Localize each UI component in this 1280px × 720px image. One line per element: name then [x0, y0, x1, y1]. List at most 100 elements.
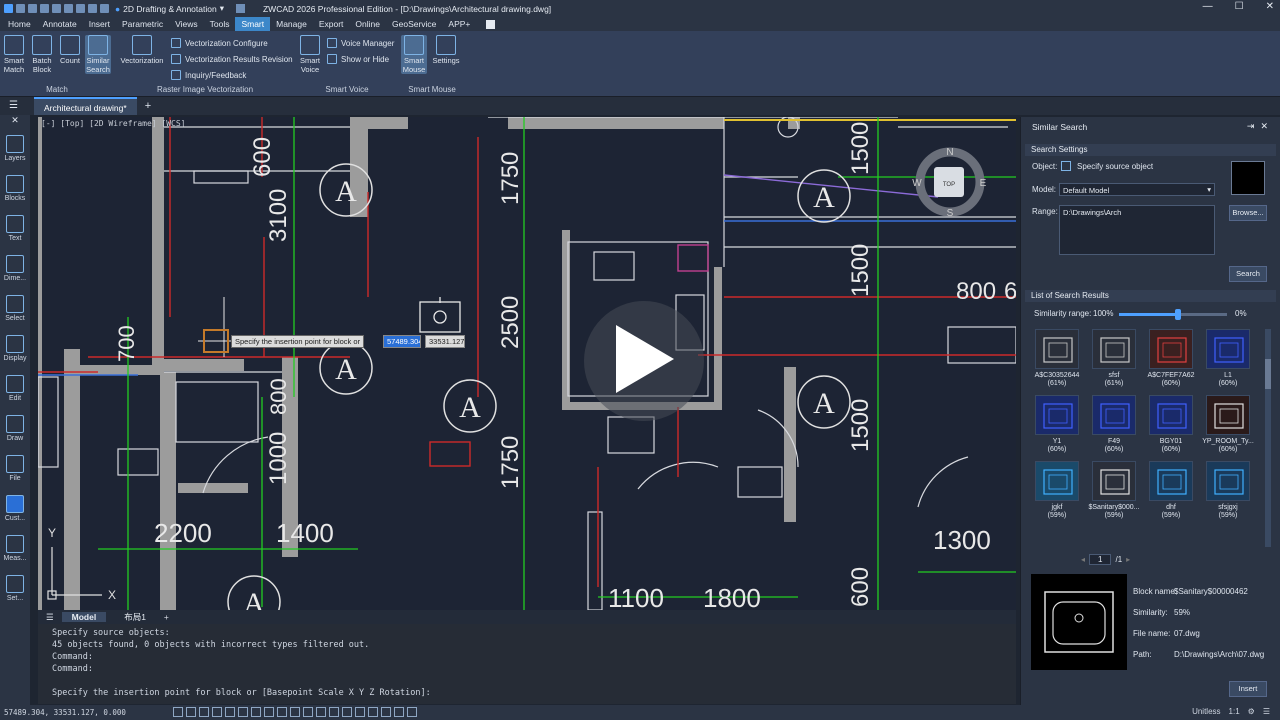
maximize-button[interactable]: ☐ — [1234, 1, 1244, 12]
menu-views[interactable]: Views — [175, 19, 198, 29]
ribbon-toggle-icon[interactable] — [486, 19, 496, 29]
ortho-icon[interactable] — [199, 707, 209, 717]
undo-icon[interactable] — [88, 4, 97, 13]
tool-customize[interactable]: Cust... — [0, 491, 30, 531]
dyn-input-icon[interactable] — [251, 707, 261, 717]
ai-icon[interactable] — [407, 707, 417, 717]
similar-search-button[interactable]: Similar Search — [85, 35, 111, 74]
smart-icon[interactable] — [368, 707, 378, 717]
drawing-canvas[interactable]: 600 3100 1750 2500 1750 1500 800 6 1500 … — [38, 117, 1016, 610]
menu-online[interactable]: Online — [355, 19, 380, 29]
open-file-icon[interactable] — [28, 4, 37, 13]
tool-edit[interactable]: Edit — [0, 371, 30, 411]
new-tab-button[interactable]: + — [144, 100, 152, 112]
command-prompt[interactable]: Specify the insertion point for block or… — [52, 688, 431, 698]
app-logo-icon[interactable] — [4, 4, 13, 13]
insert-button[interactable]: Insert — [1229, 681, 1267, 697]
inquiry-feedback-button[interactable]: Inquiry/Feedback — [171, 70, 246, 80]
tool-measure[interactable]: Meas... — [0, 531, 30, 571]
menu-manage[interactable]: Manage — [276, 19, 307, 29]
result-thumbnail[interactable] — [1149, 461, 1193, 501]
smart-voice-button[interactable]: Smart Voice — [297, 35, 323, 74]
close-button[interactable]: ✕ — [1265, 1, 1274, 12]
osnap-icon[interactable] — [225, 707, 235, 717]
results-scrollbar[interactable] — [1265, 329, 1271, 547]
page-input[interactable]: 1 — [1089, 554, 1112, 565]
menu-app-plus[interactable]: APP+ — [448, 19, 471, 29]
tool-layers[interactable]: Layers — [0, 131, 30, 171]
tool-text[interactable]: Text — [0, 211, 30, 251]
menu-insert[interactable]: Insert — [88, 19, 110, 29]
count-button[interactable]: Count — [57, 35, 83, 65]
video-play-button[interactable] — [584, 301, 704, 421]
coord-y-input[interactable]: 33531.127 — [425, 335, 465, 348]
result-thumbnail[interactable] — [1206, 329, 1250, 369]
command-window[interactable]: Specify source objects: 45 objects found… — [38, 624, 1016, 704]
similarity-slider[interactable] — [1119, 309, 1227, 320]
annotation-scale[interactable]: 1:1 — [1228, 707, 1240, 716]
sketch-icon[interactable] — [394, 707, 404, 717]
result-thumbnail[interactable] — [1092, 395, 1136, 435]
properties-icon[interactable] — [381, 707, 391, 717]
workspace-icon[interactable] — [329, 707, 339, 717]
viewcube[interactable]: TOP N E S W — [912, 147, 986, 219]
units-selector[interactable]: Unitless — [1192, 707, 1221, 716]
menu-home[interactable]: Home — [8, 19, 31, 29]
print-icon[interactable] — [64, 4, 73, 13]
gear-icon[interactable]: ⚙ — [1247, 707, 1255, 716]
show-or-hide-button[interactable]: Show or Hide — [327, 54, 389, 64]
result-thumbnail[interactable] — [1092, 461, 1136, 501]
smart-match-button[interactable]: Smart Match — [1, 35, 27, 74]
result-thumbnail[interactable] — [1092, 329, 1136, 369]
document-tab[interactable]: Architectural drawing* — [34, 97, 137, 115]
tool-select[interactable]: Select — [0, 291, 30, 331]
vectorization-results-revision-button[interactable]: Vectorization Results Revision — [171, 54, 293, 64]
menu-parametric[interactable]: Parametric — [121, 19, 164, 29]
lineweight-icon[interactable] — [264, 707, 274, 717]
result-thumbnail[interactable] — [1206, 395, 1250, 435]
save-icon[interactable] — [40, 4, 49, 13]
result-thumbnail[interactable] — [1206, 461, 1250, 501]
polar-icon[interactable] — [212, 707, 222, 717]
transparency-icon[interactable] — [277, 707, 287, 717]
selection-cycling-icon[interactable] — [290, 707, 300, 717]
smart-mouse-button[interactable]: Smart Mouse — [401, 35, 427, 74]
similarity-slider-knob[interactable] — [1175, 309, 1182, 320]
browse-button[interactable]: Browse... — [1229, 205, 1267, 221]
new-file-icon[interactable] — [16, 4, 25, 13]
clean-screen-icon[interactable] — [355, 707, 365, 717]
minimize-button[interactable]: — — [1202, 1, 1213, 12]
vectorization-configure-button[interactable]: Vectorization Configure — [171, 38, 268, 48]
prev-page-icon[interactable]: ◂ — [1081, 555, 1086, 564]
model-tab[interactable]: Model — [61, 612, 107, 622]
result-thumbnail[interactable] — [1035, 395, 1079, 435]
menu-smart[interactable]: Smart — [235, 17, 271, 31]
menu-geoservice[interactable]: GeoService — [392, 19, 437, 29]
search-button[interactable]: Search — [1229, 266, 1267, 282]
mouse-settings-button[interactable]: Settings — [431, 35, 461, 65]
redo-icon[interactable] — [100, 4, 109, 13]
range-field[interactable]: D:\Drawings\Arch — [1059, 205, 1215, 255]
tool-file[interactable]: File — [0, 451, 30, 491]
snap-icon[interactable] — [186, 707, 196, 717]
toolbar-collapse-icon[interactable]: ✕ — [11, 115, 19, 125]
tool-display[interactable]: Display — [0, 331, 30, 371]
menu-export[interactable]: Export — [318, 19, 344, 29]
grid-icon[interactable] — [173, 707, 183, 717]
isolate-icon[interactable] — [342, 707, 352, 717]
next-page-icon[interactable]: ▸ — [1126, 555, 1131, 564]
annotation-icon[interactable] — [316, 707, 326, 717]
add-layout-button[interactable]: + — [163, 612, 169, 622]
result-thumbnail[interactable] — [1149, 329, 1193, 369]
tool-blocks[interactable]: Blocks — [0, 171, 30, 211]
vectorization-button[interactable]: Vectorization — [118, 35, 166, 65]
model-space-icon[interactable] — [303, 707, 313, 717]
result-thumbnail[interactable] — [1035, 461, 1079, 501]
menu-icon[interactable]: ☰ — [9, 100, 18, 111]
tool-dimension[interactable]: Dime... — [0, 251, 30, 291]
tool-settings[interactable]: Set... — [0, 571, 30, 611]
voice-manager-button[interactable]: Voice Manager — [327, 38, 394, 48]
panel-controls[interactable]: ⇥✕ — [1246, 121, 1274, 131]
viewport-controls[interactable]: [-] [Top] [2D Wireframe] [WCS] — [41, 119, 186, 128]
result-thumbnail[interactable] — [1035, 329, 1079, 369]
